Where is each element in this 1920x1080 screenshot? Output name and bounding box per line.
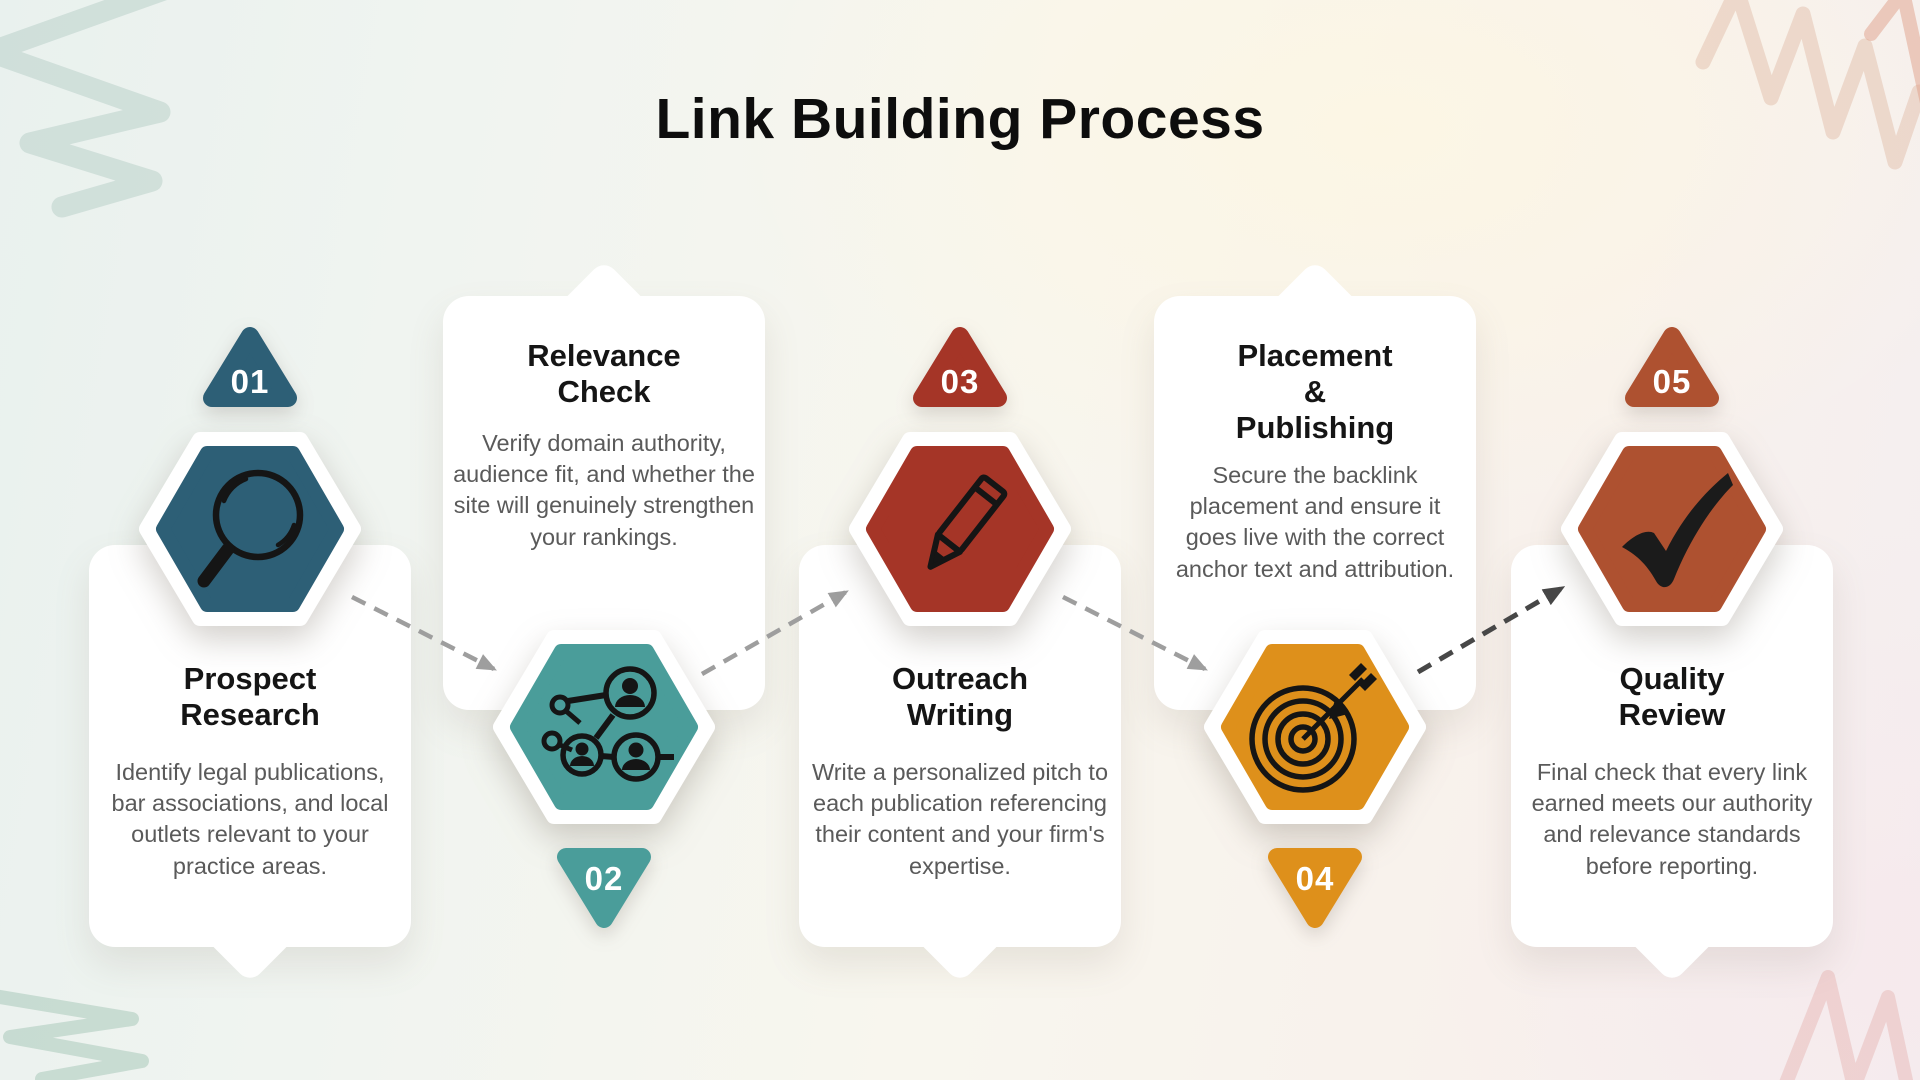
page-title: Link Building Process <box>655 87 1265 151</box>
step-hexagon-3 <box>849 432 1071 626</box>
step-description-1: Identify legal publications, bar associa… <box>111 758 389 879</box>
step-heading-4: Placement & Publishing <box>1235 338 1395 445</box>
scribble-top-right-icon <box>1695 0 1920 170</box>
scribble-bottom-right-icon <box>1779 970 1914 1080</box>
step-card-5: Quality Review Final check that every li… <box>1511 545 1833 947</box>
step-hexagon-4 <box>1204 630 1426 824</box>
step-number-1: 01 <box>231 363 270 400</box>
target-arrow-icon <box>1249 663 1377 793</box>
step-number-badge-1: 01 <box>203 327 297 407</box>
step-description-4: Secure the backlink placement and ensure… <box>1175 461 1455 582</box>
step-card-2: Relevance Check Verify domain authority,… <box>443 296 765 710</box>
arrow-step4-to-step5 <box>1416 585 1566 675</box>
step-heading-5: Quality Review <box>1618 661 1726 732</box>
step-hexagon-1 <box>139 432 361 626</box>
step-description-5: Final check that every link earned meets… <box>1531 758 1813 879</box>
step-number-2: 02 <box>585 860 624 897</box>
step-number-badge-2: 02 <box>557 848 651 928</box>
step-number-badge-3: 03 <box>913 327 1007 407</box>
step-number-badge-4: 04 <box>1268 848 1362 928</box>
arrow-step2-to-step3 <box>700 590 849 676</box>
step-number-badge-5: 05 <box>1625 327 1719 407</box>
step-number-4: 04 <box>1296 860 1335 897</box>
step-number-3: 03 <box>941 363 980 400</box>
step-number-5: 05 <box>1653 363 1692 400</box>
arrow-step1-to-step2 <box>350 594 497 672</box>
step-hexagon-5 <box>1561 432 1783 626</box>
step-heading-2: Relevance Check <box>527 338 681 409</box>
network-people-icon <box>541 666 674 782</box>
scribble-top-left-icon <box>0 0 171 218</box>
step-heading-3: Outreach Writing <box>891 661 1029 732</box>
step-card-1: Prospect Research Identify legal publica… <box>89 545 411 947</box>
step-description-2: Verify domain authority, audience fit, a… <box>453 429 755 550</box>
checkmark-icon <box>1622 473 1733 588</box>
step-description-3: Write a personalized pitch to each publi… <box>811 758 1109 879</box>
step-hexagon-2 <box>493 630 715 824</box>
arrow-step3-to-step4 <box>1061 594 1208 672</box>
step-heading-1: Prospect Research <box>180 661 320 732</box>
scribble-bottom-left-icon <box>0 989 149 1080</box>
magnifier-search-icon <box>197 469 304 588</box>
pencil-icon <box>927 474 1008 570</box>
